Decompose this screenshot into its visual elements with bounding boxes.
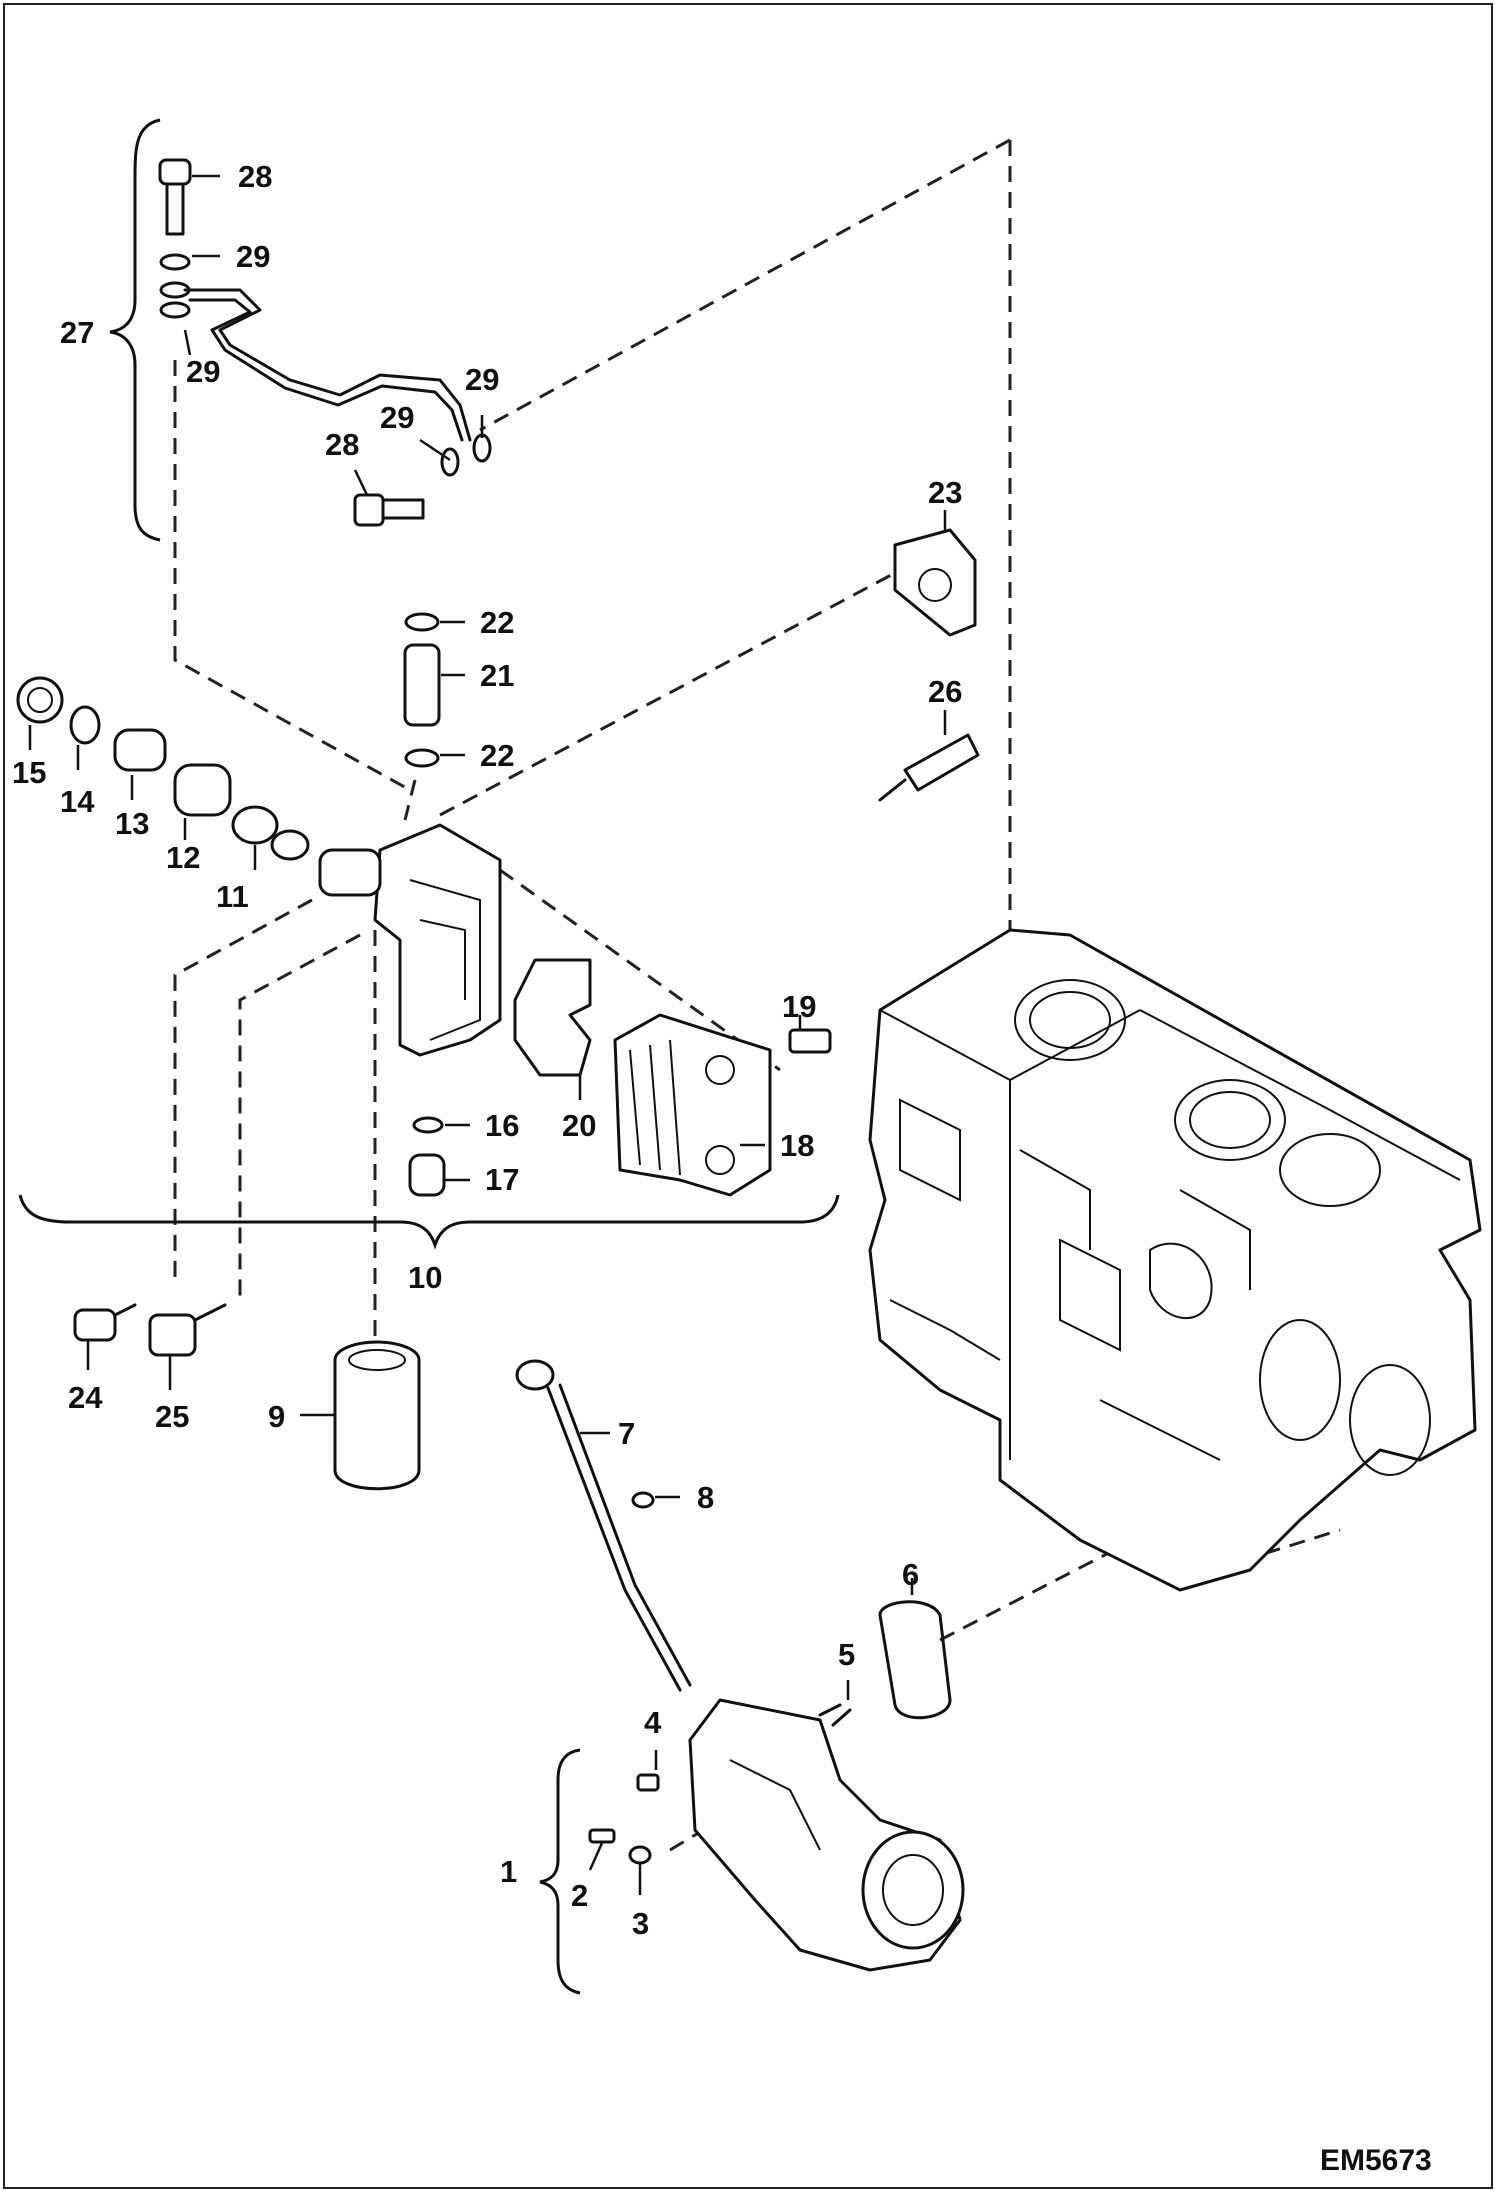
callout-22-top: 22: [480, 605, 514, 640]
callout-21: 21: [480, 658, 514, 693]
callout-4: 4: [644, 1705, 662, 1740]
callout-1: 1: [500, 1854, 517, 1889]
callout-29-d: 29: [380, 400, 414, 435]
callout-25: 25: [155, 1399, 189, 1434]
callout-8: 8: [697, 1480, 714, 1515]
callout-22-bottom: 22: [480, 738, 514, 773]
diagram-frame: [3, 3, 1493, 2189]
callout-20: 20: [562, 1108, 596, 1143]
oil-filter: [333, 1340, 421, 1491]
callout-10: 10: [408, 1260, 442, 1295]
drawing-code: EM5673: [1320, 2144, 1432, 2177]
callout-7: 7: [618, 1416, 635, 1451]
callout-2: 2: [571, 1878, 588, 1913]
leader-lines: [28, 174, 947, 1895]
callout-27: 27: [60, 315, 94, 350]
oil-pump-assembly: [539, 1600, 965, 1995]
callout-29-b: 29: [186, 354, 220, 389]
callout-12: 12: [166, 840, 200, 875]
cover-and-sender: [878, 528, 980, 802]
callout-3: 3: [632, 1906, 649, 1941]
engine-block: [868, 928, 1482, 1592]
oil-filter-head-assembly: [16, 612, 840, 1250]
callout-5: 5: [838, 1637, 855, 1672]
dipstick: [515, 1359, 692, 1692]
callout-labels: 28 29 27 29 29 29 28 23 22 21 26 22 15 1…: [12, 159, 962, 1941]
callout-29-c: 29: [465, 362, 499, 397]
callout-19: 19: [782, 989, 816, 1024]
oil-line-assembly: [109, 118, 492, 542]
callout-14: 14: [60, 784, 95, 819]
callout-29-a: 29: [236, 239, 270, 274]
callout-11: 11: [216, 879, 249, 914]
callout-17: 17: [485, 1162, 519, 1197]
callout-23: 23: [928, 475, 962, 510]
callout-18: 18: [780, 1128, 814, 1163]
callout-13: 13: [115, 806, 149, 841]
callout-26: 26: [928, 674, 962, 709]
callout-16: 16: [485, 1108, 519, 1143]
callout-28-bottom: 28: [325, 427, 359, 462]
callout-28-top: 28: [238, 159, 272, 194]
callout-6: 6: [902, 1557, 919, 1592]
callout-24: 24: [68, 1380, 103, 1415]
sensors: [73, 1303, 227, 1357]
callout-9: 9: [268, 1399, 285, 1434]
callout-15: 15: [12, 755, 46, 790]
